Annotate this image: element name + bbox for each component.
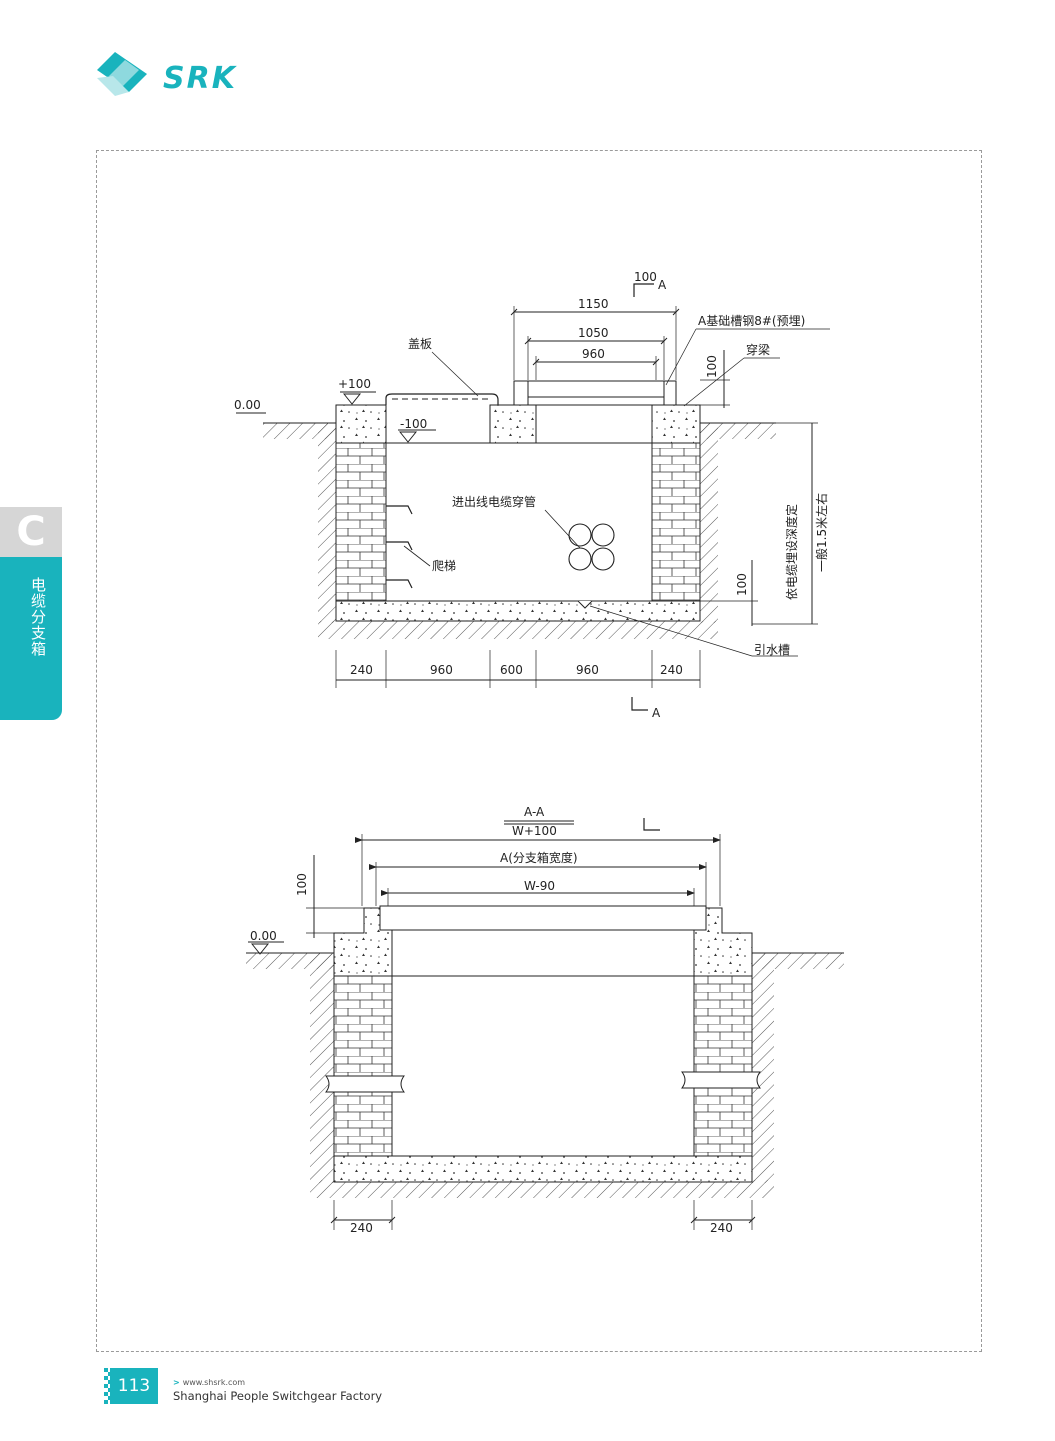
soil-hatch-right [752,953,774,1183]
label-cover: 盖板 [408,337,432,351]
section-title: A-A [524,805,545,819]
section-label: 电缆分支箱 [29,577,47,657]
channel-steel [379,905,707,931]
concrete-cap-left [335,404,387,444]
channel-steel-left [513,380,529,406]
wall-beam-left [325,1075,405,1093]
dim-100-top: 100 [705,355,719,378]
cabinet-base [527,380,665,398]
ladder-rung [386,541,413,551]
bottom-dim: 600 [500,663,523,677]
aa-section: A-A W+100 A(分支箱宽度) W-90 100 0.00 240 [246,805,844,1235]
brand-name: SRK [163,61,238,96]
ground-hatch-right [752,953,844,969]
soil-hatch-bottom [310,1180,774,1198]
label-depth-1: 依电缆埋设深度定 [784,504,799,600]
footer-url-text: www.shsrk.com [182,1378,246,1387]
dim-1150: 1150 [578,297,609,311]
srk-logo: SRK [97,52,238,96]
level-plus100: +100 [338,377,371,391]
drain-groove [577,600,593,609]
ladder-rung [386,579,413,589]
label-ladder: 爬梯 [432,559,456,573]
soil-hatch-right [700,423,718,623]
dim-w-plus-100: W+100 [512,824,557,838]
bottom-dim: 240 [350,663,373,677]
brick-wall-left [333,975,393,1157]
top-mark-letter: A [658,278,667,292]
section-tab-header: C [0,507,62,557]
label-conduit: 进出线电缆穿管 [452,494,536,509]
dim-w-minus-90: W-90 [524,879,555,893]
floor-slab [333,1155,753,1183]
dim-240-right: 240 [710,1221,733,1235]
page-number: 113 [110,1368,158,1404]
conduit-pipe [568,547,592,571]
floor-slab [335,600,701,622]
soil-hatch-left [318,423,336,623]
bottom-dim: 960 [576,663,599,677]
brick-wall-right [651,442,701,602]
channel-steel-right [663,380,677,406]
level-minus100: -100 [400,417,427,431]
bottom-dim: 960 [430,663,453,677]
section-letter: C [16,509,46,555]
wall-beam-right [681,1071,761,1089]
conduit-pipe [568,523,592,547]
dim-1050: 1050 [578,326,609,340]
top-mark-value: 100 [634,270,657,284]
dim-100-bottom: 100 [735,573,749,596]
footer-url: >www.shsrk.com [173,1378,245,1387]
brick-wall-left [335,442,387,602]
level-zero: 0.00 [250,929,277,943]
ground-hatch-left [263,423,336,439]
ladder-rung [386,505,413,515]
dim-a: A(分支箱宽度) [500,850,578,865]
plan-section: +100 0.00 -100 100 A 1150 1050 960 100 A… [234,270,830,720]
dim-100: 100 [295,873,309,896]
dim-960-top: 960 [582,347,605,361]
label-channel-steel: A基础槽钢8#(预埋) [698,314,805,328]
label-depth-2: 一般1.5米左右 [814,493,829,572]
content-frame [96,150,982,1352]
ground-hatch-right [700,423,776,439]
conduit-pipe [591,523,615,547]
concrete-beam-middle [489,404,537,444]
footer-company: Shanghai People Switchgear Factory [173,1389,383,1403]
cover-plate [385,393,499,405]
brick-wall-right [693,975,753,1157]
section-tab: C 电缆分支箱 [0,507,62,720]
concrete-cap-right [651,404,701,444]
label-beam: 穿梁 [746,342,770,357]
bottom-dim: 240 [660,663,683,677]
level-zero: 0.00 [234,398,261,412]
label-drain: 引水槽 [754,643,790,657]
soil-hatch-left [310,953,334,1183]
chevron-right-icon: > [173,1378,180,1387]
conduit-pipe [591,547,615,571]
section-letter-bottom: A [652,706,661,720]
dim-240-left: 240 [350,1221,373,1235]
soil-hatch-bottom [318,621,718,639]
